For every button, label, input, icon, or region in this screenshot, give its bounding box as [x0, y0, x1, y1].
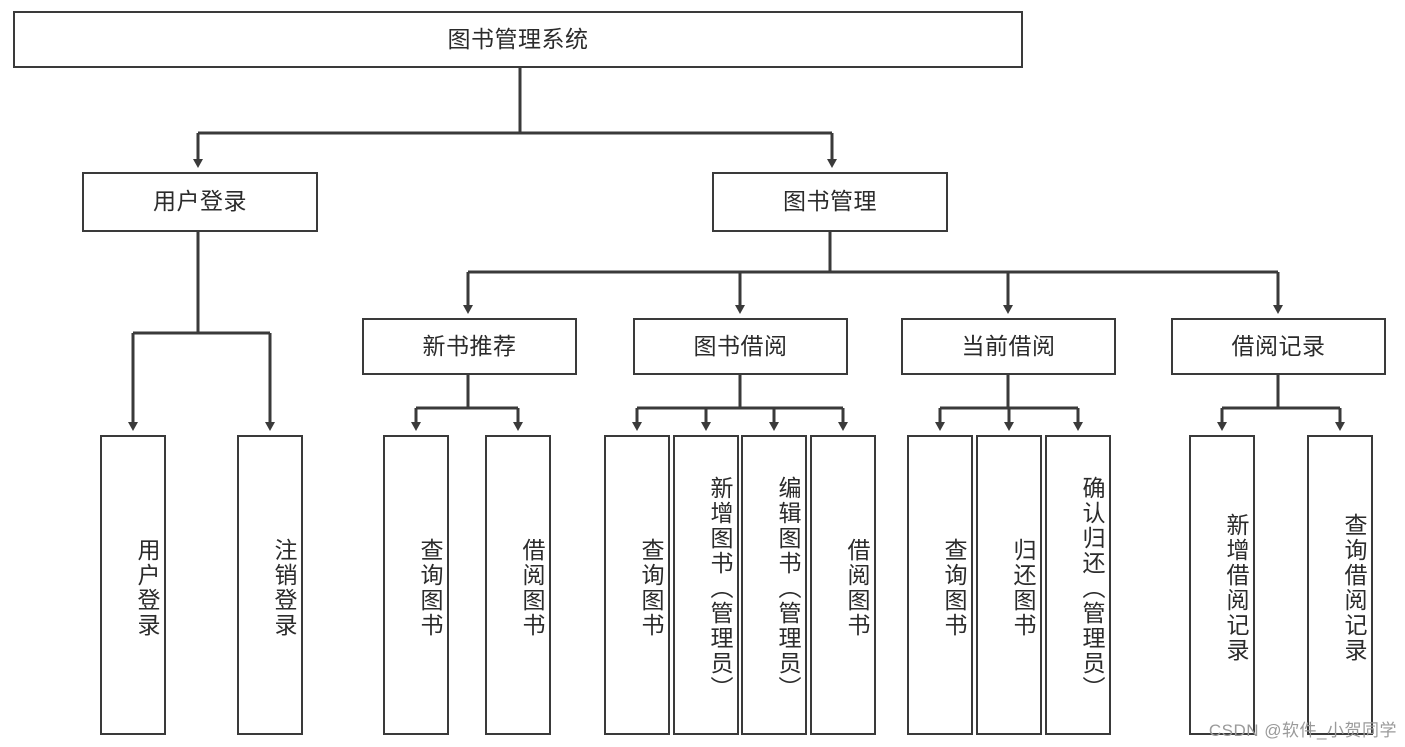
leaf-borrow-book-1-label: 借阅图书 — [519, 538, 545, 638]
node-book-borrow-label: 图书借阅 — [693, 332, 788, 359]
node-new-book-recommend[interactable]: 新书推荐 — [362, 318, 577, 375]
leaf-user-login[interactable]: 用户登录 — [100, 435, 166, 735]
leaf-logout-login[interactable]: 注销登录 — [237, 435, 303, 735]
leaf-query-book-1-label: 查询图书 — [417, 538, 443, 638]
node-borrow-record[interactable]: 借阅记录 — [1171, 318, 1386, 375]
leaf-borrow-book-1[interactable]: 借阅图书 — [485, 435, 551, 735]
leaf-add-record[interactable]: 新增借阅记录 — [1189, 435, 1255, 735]
leaf-user-login-label: 用户登录 — [134, 538, 160, 638]
leaf-query-book-3-label: 查询图书 — [941, 538, 967, 638]
leaf-query-record-label: 查询借阅记录 — [1341, 513, 1367, 663]
leaf-add-book-label: 新增图书（管理员） — [707, 475, 733, 701]
node-book-manage[interactable]: 图书管理 — [712, 172, 948, 232]
node-borrow-record-label: 借阅记录 — [1231, 332, 1326, 359]
node-user-login[interactable]: 用户登录 — [82, 172, 318, 232]
leaf-confirm-return[interactable]: 确认归还（管理员） — [1045, 435, 1111, 735]
leaf-add-record-label: 新增借阅记录 — [1223, 513, 1249, 663]
leaf-edit-book-label: 编辑图书（管理员） — [775, 475, 801, 701]
leaf-query-book-2[interactable]: 查询图书 — [604, 435, 670, 735]
node-root-label: 图书管理系统 — [447, 25, 589, 52]
node-current-borrow[interactable]: 当前借阅 — [901, 318, 1116, 375]
node-user-login-label: 用户登录 — [153, 188, 247, 215]
leaf-return-book-label: 归还图书 — [1010, 538, 1036, 638]
leaf-query-record[interactable]: 查询借阅记录 — [1307, 435, 1373, 735]
leaf-add-book[interactable]: 新增图书（管理员） — [673, 435, 739, 735]
node-current-borrow-label: 当前借阅 — [961, 332, 1056, 359]
leaf-query-book-2-label: 查询图书 — [638, 538, 664, 638]
node-new-book-recommend-label: 新书推荐 — [422, 332, 517, 359]
leaf-query-book-1[interactable]: 查询图书 — [383, 435, 449, 735]
node-root[interactable]: 图书管理系统 — [13, 11, 1023, 68]
leaf-return-book[interactable]: 归还图书 — [976, 435, 1042, 735]
leaf-logout-login-label: 注销登录 — [271, 538, 297, 638]
leaf-query-book-3[interactable]: 查询图书 — [907, 435, 973, 735]
leaf-confirm-return-label: 确认归还（管理员） — [1079, 475, 1105, 701]
node-book-manage-label: 图书管理 — [783, 188, 877, 215]
leaf-borrow-book-2[interactable]: 借阅图书 — [810, 435, 876, 735]
node-book-borrow[interactable]: 图书借阅 — [633, 318, 848, 375]
leaf-edit-book[interactable]: 编辑图书（管理员） — [741, 435, 807, 735]
leaf-borrow-book-2-label: 借阅图书 — [844, 538, 870, 638]
csdn-watermark: CSDN @软件_小贺同学 — [1208, 721, 1397, 740]
